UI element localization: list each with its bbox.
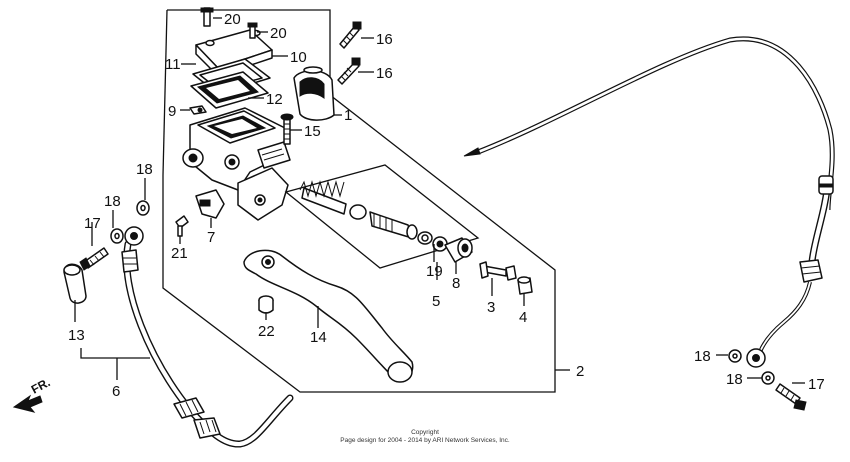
callout-14: 14 xyxy=(310,329,327,346)
callout-18d: 18 xyxy=(726,371,743,388)
nut-4 xyxy=(517,276,533,295)
copyright-line2: Page design for 2004 - 2014 by ARI Netwo… xyxy=(340,437,510,444)
banjo-fitting-right xyxy=(746,348,766,368)
washer-18b xyxy=(110,228,124,244)
callout-16a: 16 xyxy=(376,31,393,48)
pivot-cap-22 xyxy=(258,295,274,314)
dust-boot-8 xyxy=(444,237,473,263)
circlip-19 xyxy=(432,236,448,252)
banjo-bolt-17a xyxy=(79,247,109,271)
banjo-fitting-left xyxy=(124,226,144,246)
callout-7: 7 xyxy=(207,229,215,246)
screw-20a xyxy=(200,7,214,27)
screw-20b xyxy=(247,22,258,39)
callout-12: 12 xyxy=(266,91,283,108)
master-cylinder-body xyxy=(182,107,291,221)
bolt-16a xyxy=(339,21,362,49)
callout-6: 6 xyxy=(112,383,120,400)
washer-18c xyxy=(728,349,742,363)
clutch-hose-6 xyxy=(121,240,294,448)
callout-15: 15 xyxy=(304,123,321,140)
callout-4: 4 xyxy=(519,309,527,326)
callout-22: 22 xyxy=(258,323,275,340)
callout-17a: 17 xyxy=(84,215,101,232)
callout-8: 8 xyxy=(452,275,460,292)
rubber-cap-13 xyxy=(63,263,87,304)
front-direction-label: FR. xyxy=(29,375,53,396)
piston-set-box xyxy=(284,164,480,280)
callout-11: 11 xyxy=(165,56,181,73)
callout-10: 10 xyxy=(290,49,307,66)
washer-18d xyxy=(761,371,775,385)
callout-18c: 18 xyxy=(694,348,711,365)
callout-19: 19 xyxy=(426,263,443,280)
callout-3: 3 xyxy=(487,299,495,316)
washer-19 xyxy=(417,231,433,245)
pivot-bolt-3 xyxy=(479,261,517,281)
switch-7 xyxy=(195,189,225,219)
screw-21 xyxy=(175,215,189,237)
clip-9 xyxy=(189,105,207,115)
callout-1: 1 xyxy=(344,107,352,124)
primary-cup xyxy=(349,204,367,220)
callout-9: 9 xyxy=(168,103,176,120)
callout-16b: 16 xyxy=(376,65,393,82)
callout-labels: 20 20 16 16 10 11 12 9 1 15 18 18 17 7 2… xyxy=(68,11,825,400)
diaphragm-12 xyxy=(190,71,269,109)
banjo-bolt-17b xyxy=(775,383,807,411)
piston xyxy=(369,211,418,240)
washer-18a xyxy=(136,200,150,216)
clutch-lever-14 xyxy=(243,249,414,383)
callout-2: 2 xyxy=(576,363,584,380)
callout-18b: 18 xyxy=(104,193,121,210)
screw-15 xyxy=(280,113,294,145)
spring xyxy=(299,180,347,215)
assembly-outline xyxy=(162,9,570,393)
front-direction-arrow-icon xyxy=(12,394,43,413)
bolt-16b xyxy=(337,57,361,85)
copyright-line1: Copyright xyxy=(411,429,439,436)
callout-13: 13 xyxy=(68,327,85,344)
holder-clamp-1 xyxy=(293,66,335,121)
callout-17b: 17 xyxy=(808,376,825,393)
callout-18a: 18 xyxy=(136,161,153,178)
callout-21: 21 xyxy=(171,245,188,262)
callout-20b: 20 xyxy=(270,25,287,42)
leader-lines xyxy=(74,17,805,384)
callout-5: 5 xyxy=(432,293,440,310)
hose-right xyxy=(463,36,835,353)
callout-20a: 20 xyxy=(224,11,241,28)
